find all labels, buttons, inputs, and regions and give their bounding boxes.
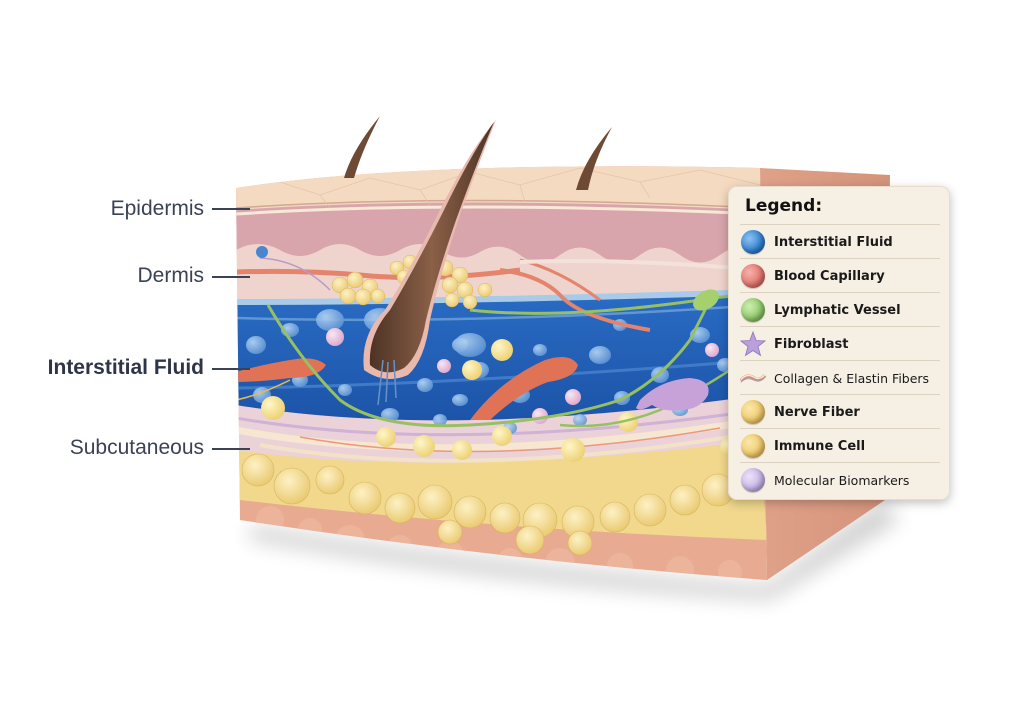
blue-sphere-icon bbox=[740, 229, 766, 255]
legend-item: Lymphatic Vessel bbox=[740, 292, 940, 327]
lymphatic-node bbox=[693, 289, 719, 311]
subcutaneous-fat-layer bbox=[236, 440, 767, 540]
hair-follicle bbox=[363, 120, 496, 406]
epidermis-layer bbox=[236, 200, 760, 263]
legend-item-label: Lymphatic Vessel bbox=[774, 302, 901, 318]
legend-item-label: Collagen & Elastin Fibers bbox=[774, 370, 930, 386]
purple-star-icon bbox=[740, 331, 766, 357]
fibroblast bbox=[636, 378, 709, 411]
legend-panel: Legend: Interstitial Fluid Blood Capilla… bbox=[728, 186, 950, 500]
legend-item: Blood Capillary bbox=[740, 258, 940, 293]
label-subcutaneous: Subcutaneous bbox=[69, 436, 204, 459]
blood-capillary bbox=[236, 358, 326, 382]
legend-item-label: Immune Cell bbox=[774, 438, 866, 454]
yellow-sphere-icon bbox=[740, 433, 766, 459]
yellow-sphere-icon bbox=[740, 399, 766, 425]
green-sphere-icon bbox=[740, 297, 766, 323]
hair-shaft-left bbox=[344, 116, 380, 178]
hair-shaft-right bbox=[576, 127, 612, 190]
blood-capillary bbox=[470, 356, 578, 420]
label-epidermis: Epidermis bbox=[110, 197, 204, 220]
leader-line-epidermis bbox=[212, 208, 250, 210]
legend-item-label: Molecular Biomarkers bbox=[774, 472, 910, 488]
lavender-sphere-icon bbox=[740, 467, 766, 493]
leader-line-subcutaneous bbox=[212, 448, 250, 450]
legend-item-label: Nerve Fiber bbox=[774, 404, 860, 420]
block-shadow bbox=[250, 500, 900, 600]
legend-item-label: Fibroblast bbox=[774, 336, 849, 352]
legend-item-label: Blood Capillary bbox=[774, 268, 885, 284]
legend-item: Immune Cell bbox=[740, 428, 940, 463]
legend-item-label: Interstitial Fluid bbox=[774, 234, 893, 250]
legend-title: Legend: bbox=[745, 196, 823, 216]
label-dermis: Dermis bbox=[137, 264, 205, 287]
leader-line-interstitial-fluid bbox=[212, 368, 250, 370]
skin-surface bbox=[236, 166, 760, 210]
legend-item: Interstitial Fluid bbox=[740, 224, 940, 259]
fiber-strand-icon bbox=[740, 365, 766, 391]
red-sphere-icon bbox=[740, 263, 766, 289]
legend-item: Molecular Biomarkers bbox=[740, 462, 940, 497]
lymphatic-vessel bbox=[266, 299, 712, 428]
legend-item: Fibroblast bbox=[740, 326, 940, 361]
block-front-face bbox=[236, 166, 767, 580]
label-interstitial-fluid: Interstitial Fluid bbox=[47, 356, 204, 379]
legend-item: Nerve Fiber bbox=[740, 394, 940, 429]
leader-line-dermis bbox=[212, 276, 250, 278]
legend-item: Collagen & Elastin Fibers bbox=[740, 360, 940, 395]
